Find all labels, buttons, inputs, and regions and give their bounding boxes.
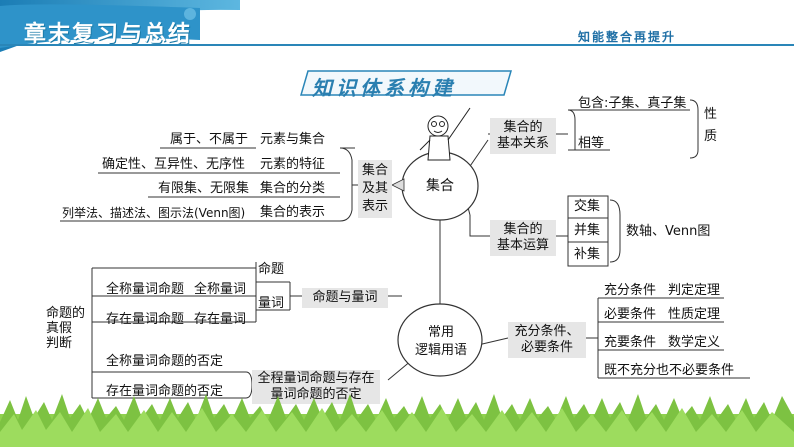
negation-existential: 存在量词命题的否定 bbox=[106, 384, 224, 399]
header-divider bbox=[0, 44, 794, 46]
left-item-1: 属于、不属于 bbox=[170, 132, 249, 147]
chapter-title: 章末复习与总结 bbox=[24, 22, 193, 47]
left-item-1-topic: 元素与集合 bbox=[260, 132, 326, 147]
universal-proposition: 全称量词命题 bbox=[106, 282, 185, 297]
left-item-3-topic: 集合的分类 bbox=[260, 181, 326, 196]
relation-property: 性 质 bbox=[704, 107, 718, 144]
condition-necessary: 必要条件 bbox=[604, 307, 657, 322]
proposition: 命题 bbox=[258, 262, 285, 277]
condition-both-definition: 数学定义 bbox=[668, 335, 721, 350]
universal-quantifier: 全称量词 bbox=[194, 282, 247, 297]
set-node: 集合 bbox=[426, 178, 454, 194]
left-item-4-topic: 集合的表示 bbox=[260, 205, 326, 220]
chapter-banner bbox=[0, 0, 240, 52]
section-title: 知识体系构建 bbox=[312, 76, 456, 100]
negation-universal: 全称量词命题的否定 bbox=[106, 354, 224, 369]
subtitle: 知能整合再提升 bbox=[578, 30, 677, 44]
left-item-3: 有限集、无限集 bbox=[158, 181, 250, 196]
condition-label: 充分条件、 必要条件 bbox=[508, 322, 586, 358]
relation-label: 集合的 基本关系 bbox=[490, 118, 556, 154]
condition-necessary-theorem: 性质定理 bbox=[668, 307, 721, 322]
logic-node: 常用 逻辑用语 bbox=[414, 325, 467, 358]
quantifier: 量词 bbox=[258, 296, 285, 311]
left-item-2-topic: 元素的特征 bbox=[260, 157, 326, 172]
operation-label: 集合的 基本运算 bbox=[490, 220, 556, 256]
existential-proposition: 存在量词命题 bbox=[106, 312, 185, 327]
relation-item-equal: 相等 bbox=[578, 136, 605, 151]
set-representation-label: 集合 及其 表示 bbox=[358, 160, 392, 218]
operation-tool: 数轴、Venn图 bbox=[626, 224, 711, 239]
relation-item-inclusion: 包含:子集、真子集 bbox=[578, 96, 687, 111]
condition-sufficient: 充分条件 bbox=[604, 283, 657, 298]
operation-union: 并集 bbox=[574, 223, 601, 238]
grass-decoration bbox=[0, 394, 794, 447]
quantifier-label: 命题与量词 bbox=[302, 288, 388, 308]
operation-complement: 补集 bbox=[574, 247, 601, 262]
section-title-box bbox=[300, 70, 512, 96]
left-item-2: 确定性、互异性、无序性 bbox=[102, 157, 246, 172]
operation-intersection: 交集 bbox=[574, 199, 601, 214]
left-item-4: 列举法、描述法、图示法(Venn图) bbox=[62, 206, 246, 220]
condition-sufficient-theorem: 判定定理 bbox=[668, 283, 721, 298]
teacher-illustration bbox=[419, 107, 471, 161]
negation-label: 全程量词命题与存在 量词命题的否定 bbox=[252, 370, 380, 404]
existential-quantifier: 存在量词 bbox=[194, 312, 247, 327]
condition-both: 充要条件 bbox=[604, 335, 657, 350]
truth-label: 命题的 真假 判断 bbox=[46, 306, 86, 351]
condition-neither: 既不充分也不必要条件 bbox=[604, 363, 735, 378]
